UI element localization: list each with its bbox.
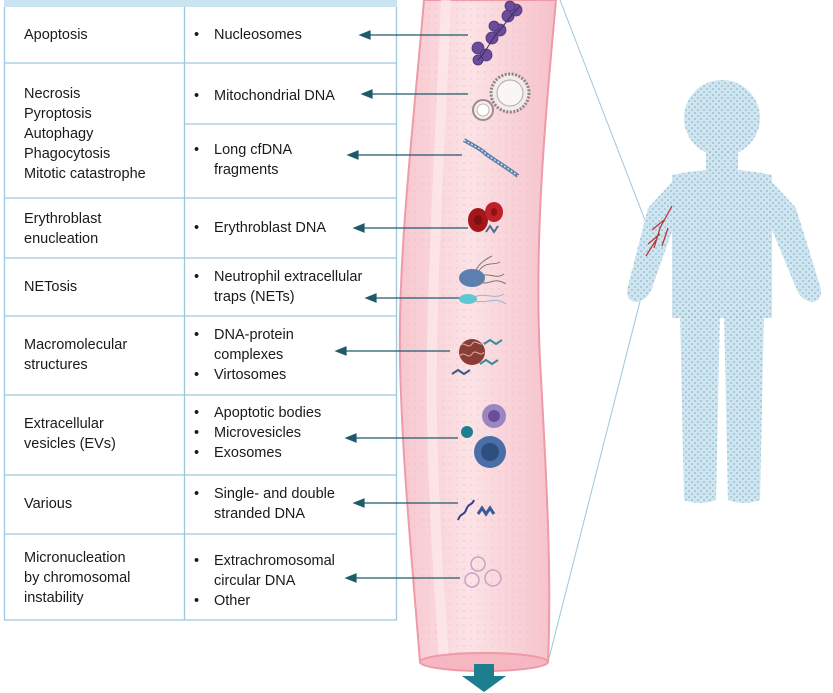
blood-vessel: [398, 0, 558, 672]
mechanism-micronucleation: Micronucleation by chromosomal instabili…: [24, 550, 131, 606]
net-icon: [459, 255, 507, 305]
mechanism-cell-death: Necrosis Pyroptosis Autophagy Phagocytos…: [24, 86, 146, 182]
mechanism-various: Various: [24, 496, 73, 512]
eccdna-icon: [464, 556, 502, 588]
mechanism-evs: Extracellular vesicles (EVs): [24, 416, 116, 452]
dna-fragment-icon: [462, 138, 520, 178]
source-vesicles: Apoptotic bodies Microvesicles Exosomes: [194, 403, 384, 463]
erythroblast-icon: [468, 202, 503, 234]
source-erythroblast-dna: Erythroblast DNA: [194, 218, 384, 238]
nucleosome-icon: [471, 0, 523, 66]
mechanism-apoptosis: Apoptosis: [24, 27, 88, 43]
dsdna-icon: [457, 499, 496, 521]
mechanism-netosis: NETosis: [24, 279, 78, 295]
down-arrow-icon: [462, 664, 506, 692]
mechanism-table: [3, 0, 398, 621]
vesicle-icon: [461, 404, 506, 468]
human-figure-icon: [627, 80, 821, 503]
source-nucleosomes: Nucleosomes: [194, 25, 384, 45]
mechanism-macromolecular: Macromolecular structures: [24, 337, 128, 373]
mechanism-erythroblast: Erythroblast enucleation: [24, 211, 102, 247]
mitochondria-icon: [472, 72, 531, 121]
dna-protein-complex-icon: [451, 338, 503, 376]
vein-icon: [645, 205, 673, 257]
source-mitochondrial-dna: Mitochondrial DNA: [194, 86, 384, 106]
